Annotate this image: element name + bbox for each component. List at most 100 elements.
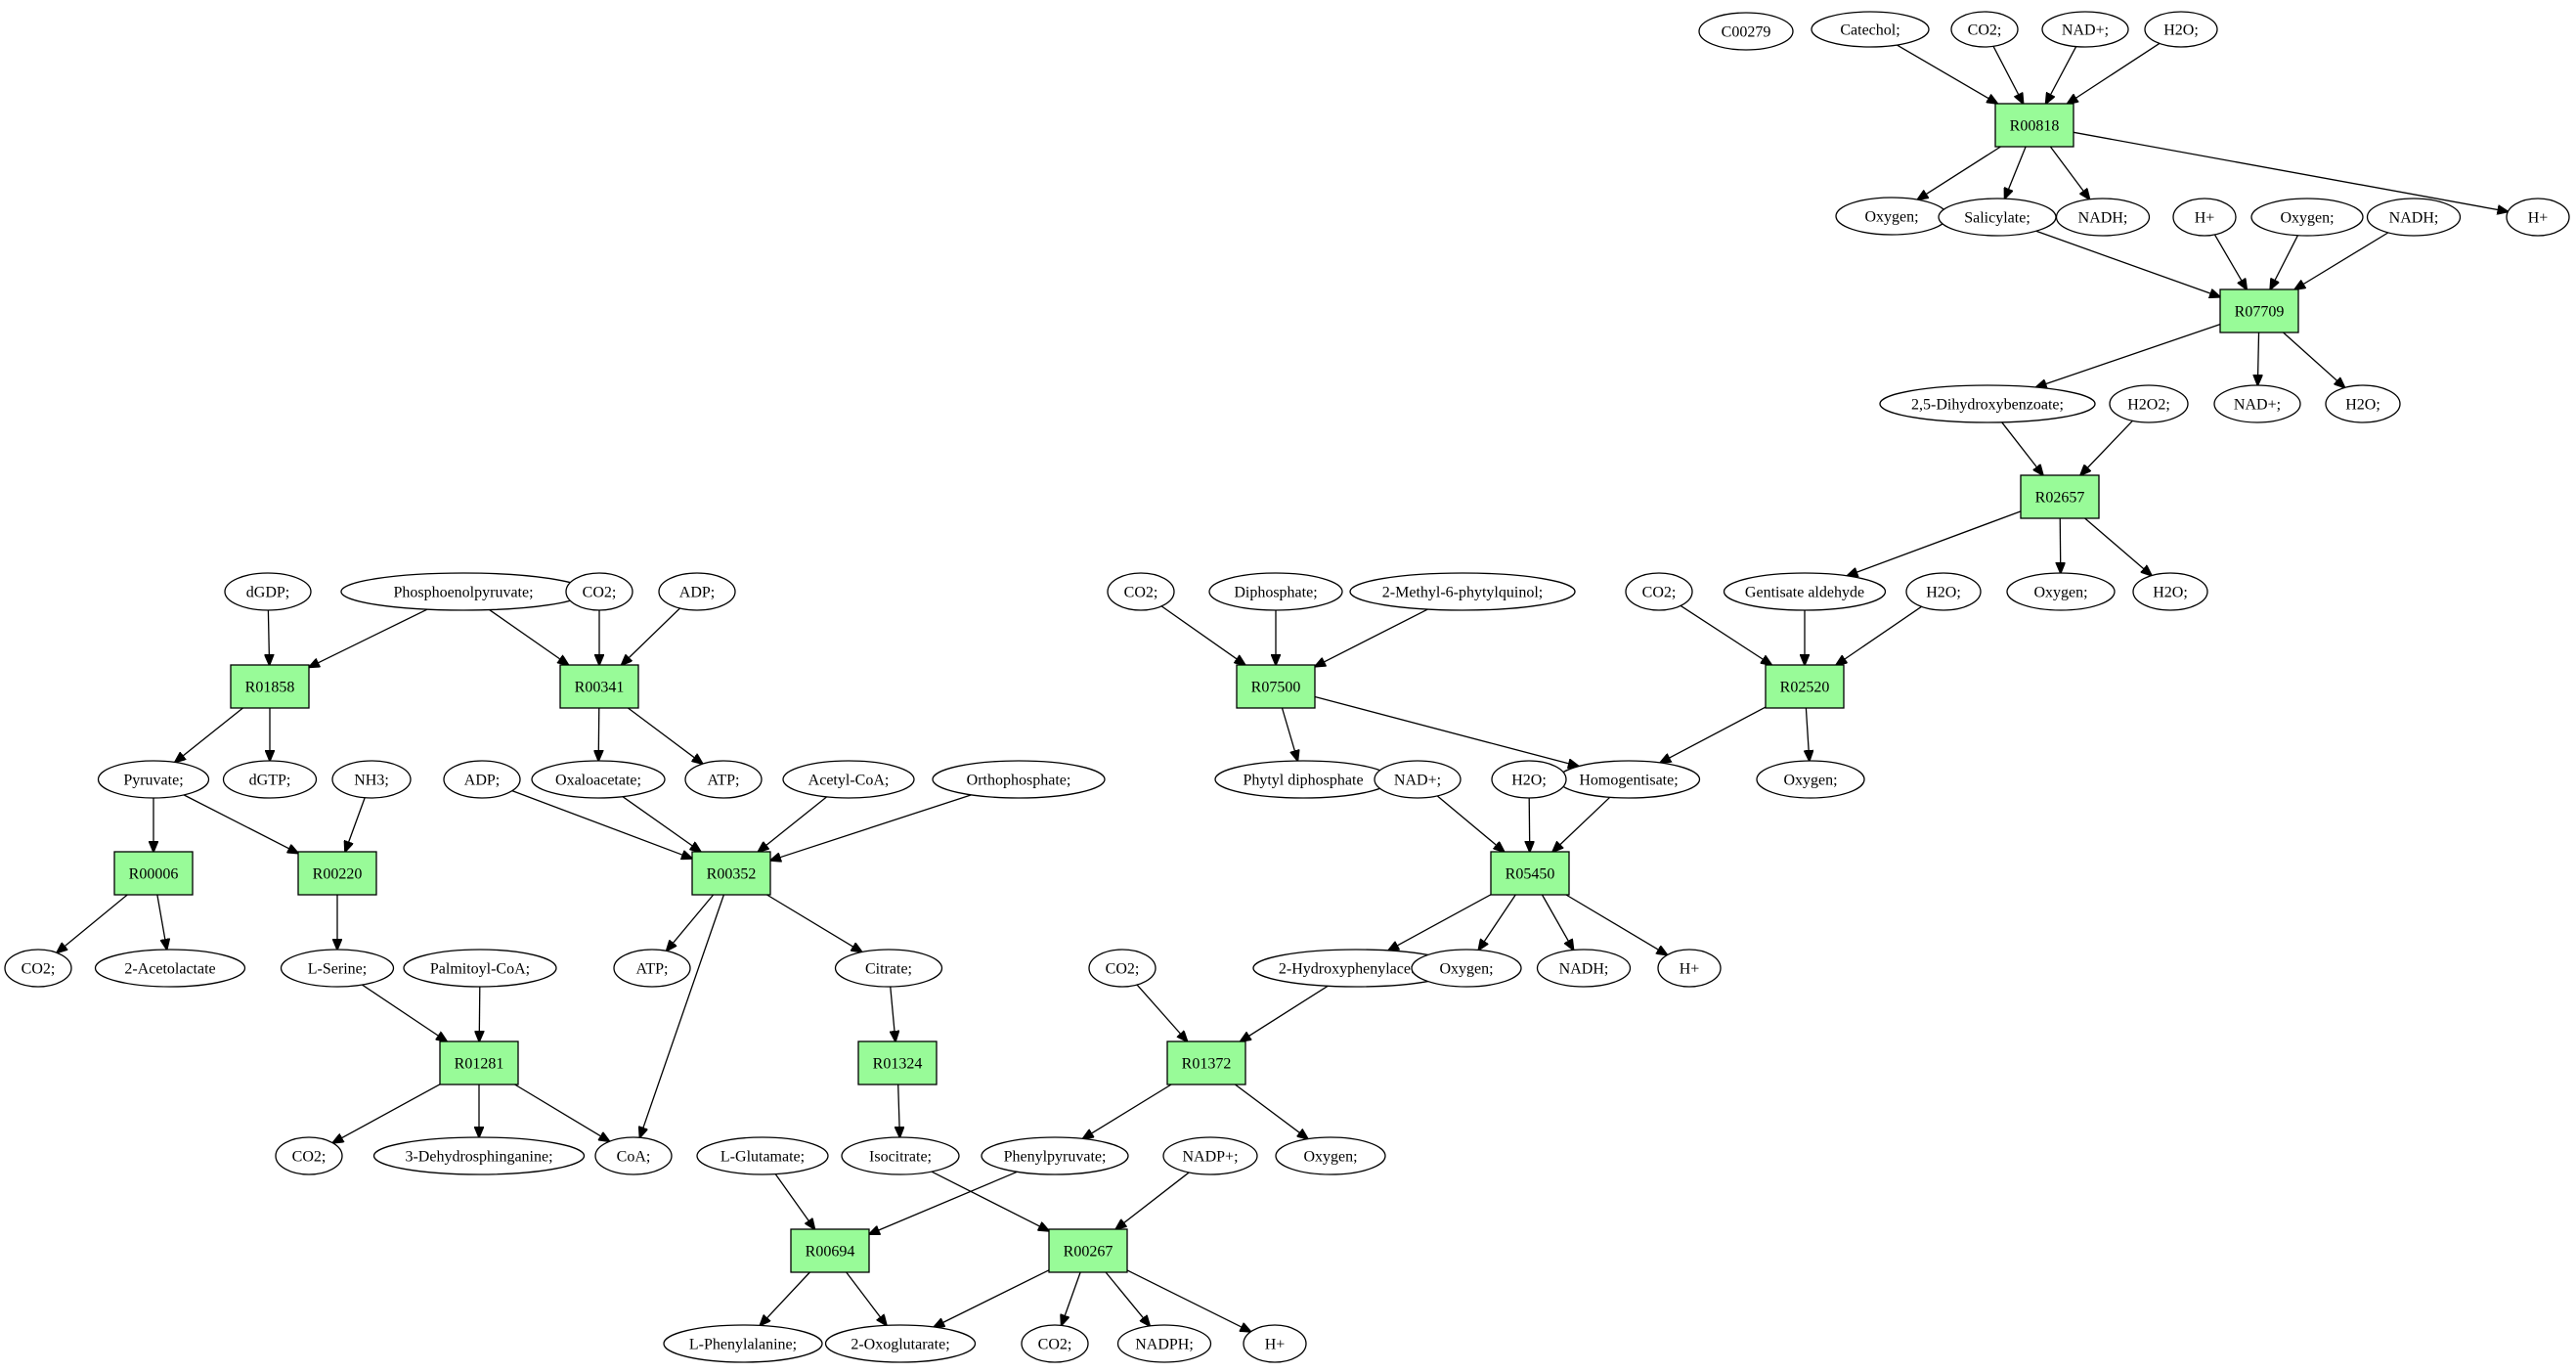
node-label: Salicylate; — [1964, 210, 2030, 227]
reaction-node-R00341[interactable]: R00341 — [559, 664, 639, 709]
compound-node-nadh_c[interactable]: NADH; — [1536, 949, 1632, 988]
compound-node-co2_e[interactable]: CO2; — [565, 572, 633, 611]
compound-node-co2_d[interactable]: CO2; — [1088, 949, 1157, 988]
reaction-node-R00694[interactable]: R00694 — [790, 1228, 870, 1273]
reaction-node-R01372[interactable]: R01372 — [1166, 1040, 1246, 1085]
compound-node-h2o_a[interactable]: H2O; — [2144, 11, 2218, 48]
compound-node-oxygen_a[interactable]: Oxygen; — [1835, 197, 1948, 236]
compound-ellipse — [1491, 760, 1567, 799]
reaction-box — [230, 664, 310, 709]
edge-mpq-to-R07500 — [1315, 608, 1428, 667]
compound-node-co2_c[interactable]: CO2; — [1107, 572, 1175, 611]
compound-node-dhb[interactable]: 2,5-Dihydroxybenzoate; — [1879, 384, 2096, 423]
compound-node-palmitoyl[interactable]: Palmitoyl-CoA; — [403, 949, 557, 988]
compound-node-oxygen_b[interactable]: Oxygen; — [2250, 198, 2364, 237]
reaction-node-R00818[interactable]: R00818 — [1994, 103, 2074, 148]
reaction-node-R00006[interactable]: R00006 — [113, 851, 194, 896]
compound-node-co2_f[interactable]: CO2; — [4, 949, 72, 988]
edge-R00352-to-atp_b — [667, 894, 715, 951]
compound-node-salicylate[interactable]: Salicylate; — [1938, 198, 2057, 237]
compound-node-oxoglut[interactable]: 2-Oxoglutarate; — [824, 1324, 977, 1363]
compound-ellipse — [372, 1136, 586, 1175]
compound-node-hplus_c[interactable]: H+ — [1657, 949, 1722, 988]
node-label: 2-Hydroxyphenylacetate — [1279, 961, 1433, 978]
compound-node-coa[interactable]: CoA; — [594, 1136, 673, 1175]
compound-node-dgtp[interactable]: dGTP; — [222, 760, 318, 799]
reaction-node-R02520[interactable]: R02520 — [1765, 664, 1845, 709]
reaction-node-R01858[interactable]: R01858 — [230, 664, 310, 709]
compound-node-nadph[interactable]: NADPH; — [1116, 1324, 1212, 1363]
compound-node-atp_b[interactable]: ATP; — [613, 949, 691, 988]
compound-node-pep[interactable]: Phosphoenolpyruvate; — [340, 572, 587, 611]
node-label: Catechol; — [1840, 22, 1899, 39]
compound-node-nadh_b[interactable]: NADH; — [2366, 198, 2462, 237]
compound-node-oxygen_c[interactable]: Oxygen; — [2006, 572, 2116, 611]
compound-node-hpa[interactable]: 2-Hydroxyphenylacetate — [1252, 949, 1460, 988]
compound-node-adp_b[interactable]: ADP; — [443, 760, 521, 799]
node-label: R02657 — [2035, 490, 2085, 507]
reaction-node-R01281[interactable]: R01281 — [439, 1040, 519, 1085]
compound-node-h2o_d[interactable]: H2O; — [1905, 572, 1982, 611]
reaction-box — [1048, 1228, 1128, 1273]
compound-node-h2o_b[interactable]: H2O; — [2325, 384, 2401, 423]
reaction-node-R00220[interactable]: R00220 — [297, 851, 377, 896]
compound-node-citrate[interactable]: Citrate; — [834, 949, 943, 988]
compound-node-h2o_c[interactable]: H2O; — [2132, 572, 2208, 611]
compound-node-acetylcoa[interactable]: Acetyl-CoA; — [782, 760, 915, 799]
compound-node-lserine[interactable]: L-Serine; — [280, 949, 395, 988]
compound-node-co2_h[interactable]: CO2; — [1021, 1324, 1089, 1363]
reaction-node-R05450[interactable]: R05450 — [1490, 851, 1570, 896]
compound-node-mpq[interactable]: 2-Methyl-6-phytylquinol; — [1349, 572, 1576, 611]
compound-node-phenylpyr[interactable]: Phenylpyruvate; — [981, 1136, 1129, 1175]
edge-dhb-to-R02657 — [2001, 421, 2043, 475]
edge-R01281-to-co2_g — [332, 1084, 441, 1143]
compound-node-diphos[interactable]: Diphosphate; — [1208, 572, 1343, 611]
compound-node-dgdp[interactable]: dGDP; — [224, 572, 312, 611]
compound-node-oxygen_f[interactable]: Oxygen; — [1275, 1136, 1386, 1175]
reaction-node-R02657[interactable]: R02657 — [2020, 474, 2100, 519]
edge-acetylcoa-to-R00352 — [759, 796, 828, 852]
reaction-node-R00352[interactable]: R00352 — [691, 851, 771, 896]
compound-node-homogent[interactable]: Homogentisate; — [1556, 760, 1701, 799]
compound-node-gentisald[interactable]: Gentisate aldehyde — [1723, 572, 1887, 611]
compound-node-co2_a[interactable]: CO2; — [1950, 11, 2019, 48]
compound-node-oxygen_e[interactable]: Oxygen; — [1411, 949, 1522, 988]
compound-node-atp_a[interactable]: ATP; — [684, 760, 763, 799]
compound-node-lglutamate[interactable]: L-Glutamate; — [696, 1136, 829, 1175]
compound-node-h2o_e[interactable]: H2O; — [1491, 760, 1567, 799]
compound-ellipse — [1021, 1324, 1089, 1363]
edge-h2o_d-to-R02520 — [1836, 605, 1922, 665]
compound-node-adp_a[interactable]: ADP; — [658, 572, 736, 611]
compound-node-catechol[interactable]: Catechol; — [1811, 11, 1930, 48]
compound-node-co2_b[interactable]: CO2; — [1625, 572, 1693, 611]
compound-node-nh3[interactable]: NH3; — [331, 760, 412, 799]
compound-node-co2_g[interactable]: CO2; — [275, 1136, 343, 1175]
compound-node-h2o2[interactable]: H2O2; — [2109, 384, 2189, 423]
compound-node-lphe[interactable]: L-Phenylalanine; — [663, 1324, 823, 1363]
reaction-node-R07709[interactable]: R07709 — [2219, 288, 2299, 333]
reaction-node-R00267[interactable]: R00267 — [1048, 1228, 1128, 1273]
compound-node-orthophos[interactable]: Orthophosphate; — [932, 760, 1106, 799]
compound-node-isocitrate[interactable]: Isocitrate; — [841, 1136, 960, 1175]
compound-node-oxygen_d[interactable]: Oxygen; — [1756, 760, 1865, 799]
compound-ellipse — [222, 760, 318, 799]
node-label: R00352 — [707, 866, 757, 883]
compound-node-pyruvate[interactable]: Pyruvate; — [97, 760, 210, 799]
compound-node-nadpplus[interactable]: NADP+; — [1162, 1136, 1258, 1175]
reaction-node-R01324[interactable]: R01324 — [857, 1040, 938, 1085]
reaction-node-R07500[interactable]: R07500 — [1236, 664, 1316, 709]
compound-node-dehydro[interactable]: 3-Dehydrosphinganine; — [372, 1136, 586, 1175]
compound-ellipse — [1905, 572, 1982, 611]
compound-node-C00279[interactable]: C00279 — [1698, 12, 1794, 51]
compound-node-nadp_c[interactable]: NAD+; — [1374, 760, 1462, 799]
compound-node-hplus_b[interactable]: H+ — [2172, 198, 2237, 237]
compound-node-oxaloacetate[interactable]: Oxaloacetate; — [531, 760, 666, 799]
compound-node-hplus_d[interactable]: H+ — [1243, 1324, 1307, 1363]
compound-node-acetolactate[interactable]: 2-Acetolactate — [94, 949, 246, 988]
compound-node-nadp_a[interactable]: NAD+; — [2041, 11, 2129, 48]
compound-ellipse — [1536, 949, 1632, 988]
compound-node-nadh_a[interactable]: NADH; — [2055, 198, 2151, 237]
compound-node-nadp_b[interactable]: NAD+; — [2213, 384, 2301, 423]
compound-node-phytyl[interactable]: Phytyl diphosphate — [1214, 760, 1392, 799]
compound-node-hplus_a[interactable]: H+ — [2506, 198, 2570, 237]
